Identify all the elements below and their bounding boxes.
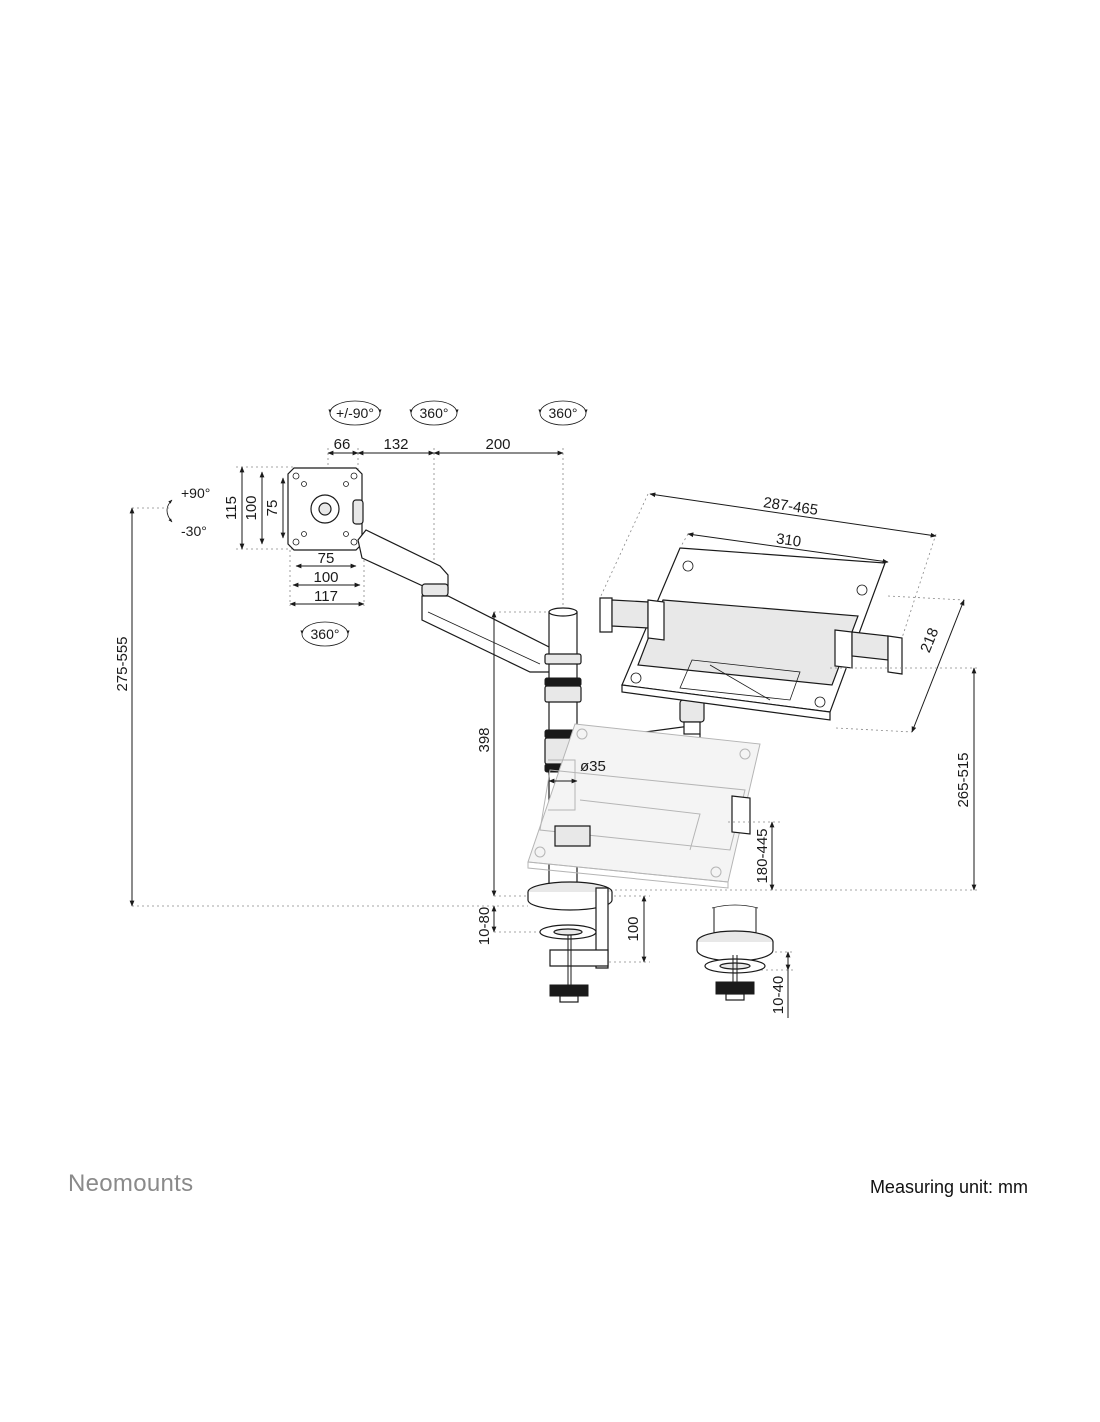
- rotation-label-tilt-down: -30°: [181, 523, 207, 539]
- dim-pole-398: 398: [476, 727, 493, 752]
- dim-arm-132: 132: [383, 436, 408, 453]
- dim-tray-depth: 218: [917, 626, 942, 656]
- dim-vesa-w-75: 75: [318, 550, 335, 567]
- rotation-label-tilt-up: +90°: [181, 485, 210, 501]
- laptop-tray: [599, 547, 903, 721]
- dim-height-total: 275-555: [114, 636, 131, 691]
- arm-dimension-lines: [327, 448, 564, 610]
- rotation-badge-tilt: +/-90°: [328, 400, 382, 426]
- dim-grommet-10-40: 10-40: [770, 976, 787, 1014]
- laptop-tray-ghost: [527, 723, 761, 889]
- measuring-unit-note: Measuring unit: mm: [869, 1177, 1028, 1197]
- vesa-dimension-lines: [236, 466, 365, 607]
- dim-vesa-h-115: 115: [223, 496, 240, 520]
- rotation-badge-swivel-top: 360°: [538, 400, 588, 426]
- desk-clamp: [527, 881, 613, 1003]
- dim-tray-310: 310: [775, 530, 802, 550]
- height-dimension-lines: [129, 507, 794, 1018]
- dim-pole-diameter: ø35: [580, 758, 606, 775]
- dim-tray-180-445: 180-445: [754, 828, 771, 883]
- dim-tray-height: 265-515: [955, 752, 972, 807]
- dim-vesa-h-75: 75: [264, 500, 281, 517]
- rotation-label-swivel-top: 360°: [549, 405, 578, 421]
- grommet-mount: [696, 904, 774, 1001]
- dim-clamp-100: 100: [625, 916, 642, 941]
- rotation-badge-plate: 360°: [300, 621, 350, 647]
- tray-dimension-lines: [599, 492, 980, 891]
- rotation-label-swivel-mid: 360°: [420, 405, 449, 421]
- dim-arm-200: 200: [485, 436, 510, 453]
- dim-arm-66: 66: [334, 436, 351, 453]
- vesa-plate: [287, 467, 364, 551]
- dim-vesa-w-100: 100: [313, 569, 338, 586]
- dim-vesa-w-117: 117: [314, 588, 338, 605]
- dim-clamp-10-80: 10-80: [476, 907, 493, 945]
- rotation-badge-swivel-mid: 360°: [409, 400, 459, 426]
- monitor-arm: [357, 529, 556, 673]
- dim-vesa-h-100: 100: [243, 495, 260, 520]
- rotation-badge-tilt-range: +90° -30°: [166, 485, 210, 539]
- rotation-label-plate: 360°: [311, 626, 340, 642]
- dim-tray-width: 287-465: [762, 494, 819, 519]
- brand-logo: Neomounts: [68, 1170, 194, 1197]
- rotation-label-tilt: +/-90°: [336, 405, 374, 421]
